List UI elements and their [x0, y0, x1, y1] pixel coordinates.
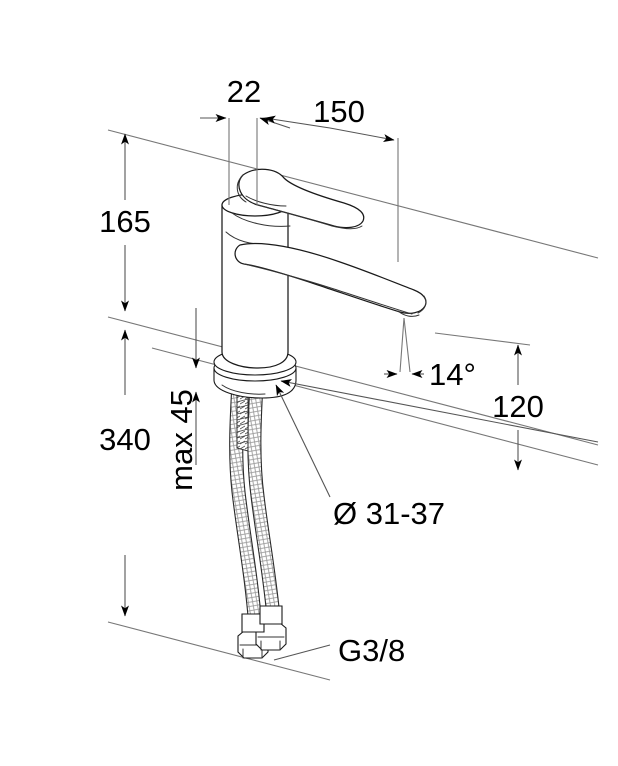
callout-label-g38: G3/8 [338, 633, 405, 668]
dimension-label-14-degrees: 14° [429, 357, 476, 392]
aerator [397, 310, 420, 317]
hose-collar-left [241, 613, 265, 633]
hose-collar-right [259, 605, 283, 625]
cartridge-housing [231, 212, 291, 227]
faucet-assembly [213, 168, 427, 659]
callout-mounting-hole-diameter [275, 379, 599, 498]
callout-label-diameter: Ø 31-37 [333, 496, 445, 531]
callout-supply-thread [273, 644, 331, 661]
spout [234, 242, 427, 315]
dimension-label-22: 22 [227, 74, 261, 109]
dimension-label-340: 340 [99, 422, 151, 457]
dimension-label-max-45: max 45 [164, 389, 199, 491]
body-column [221, 193, 289, 369]
lever-handle [236, 168, 365, 230]
dimension-label-120: 120 [492, 389, 544, 424]
dimension-aerator-angle [384, 317, 424, 378]
dimension-spout-reach [264, 115, 399, 262]
dimension-label-165: 165 [99, 204, 151, 239]
dimension-spout-projection [434, 332, 531, 471]
dimension-label-150: 150 [313, 94, 365, 129]
